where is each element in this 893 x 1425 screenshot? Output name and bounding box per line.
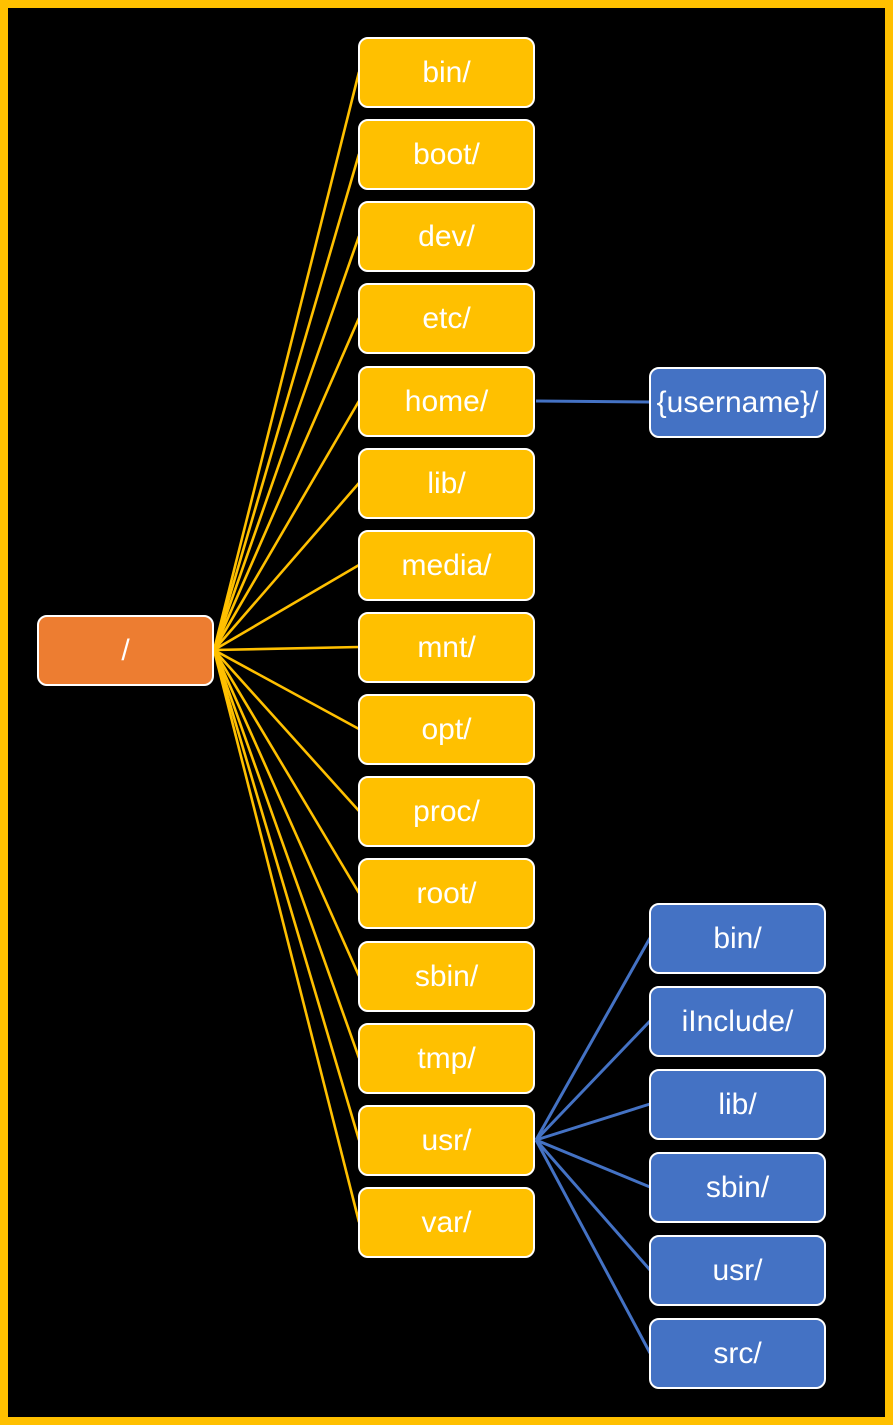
connector-root-tmp xyxy=(212,649,361,1059)
node-home: home/ xyxy=(358,366,535,437)
node-bin: bin/ xyxy=(358,37,535,108)
node-boot: boot/ xyxy=(358,119,535,190)
node-root: / xyxy=(37,615,214,686)
connector-root-sbin xyxy=(212,649,361,977)
node-proc: proc/ xyxy=(358,776,535,847)
root-connectors xyxy=(212,71,361,1223)
connector-root-mnt xyxy=(213,645,360,652)
connector-root-root xyxy=(212,649,361,894)
node-mnt: mnt/ xyxy=(358,612,535,683)
connector-root-var xyxy=(212,649,361,1223)
connector-root-dev xyxy=(212,235,361,651)
connector-usr-iinclude xyxy=(534,1019,652,1142)
node-opt: opt/ xyxy=(358,694,535,765)
subdir-connectors xyxy=(534,399,652,1354)
connector-root-media xyxy=(213,563,360,652)
connector-root-usr xyxy=(212,649,361,1141)
node-usr-src: src/ xyxy=(649,1318,826,1389)
connector-root-opt xyxy=(213,648,360,731)
node-username: {username}/ xyxy=(649,367,826,438)
node-etc: etc/ xyxy=(358,283,535,354)
connector-root-proc xyxy=(213,649,360,812)
node-sbin: sbin/ xyxy=(358,941,535,1012)
connector-usr-lib xyxy=(535,1102,651,1142)
node-usr-bin: bin/ xyxy=(649,903,826,974)
node-usr-usr: usr/ xyxy=(649,1235,826,1306)
node-usr: usr/ xyxy=(358,1105,535,1176)
node-var: var/ xyxy=(358,1187,535,1258)
connector-root-boot xyxy=(212,153,361,651)
connector-root-etc xyxy=(212,317,361,651)
node-usr-iinclude: iInclude/ xyxy=(649,986,826,1057)
connector-home-username xyxy=(535,399,651,404)
node-dev: dev/ xyxy=(358,201,535,272)
connector-root-bin xyxy=(212,71,361,651)
connector-usr-usr xyxy=(534,1139,652,1271)
connector-usr-src xyxy=(534,1139,652,1354)
node-usr-lib: lib/ xyxy=(649,1069,826,1140)
node-media: media/ xyxy=(358,530,535,601)
node-tmp: tmp/ xyxy=(358,1023,535,1094)
node-usr-sbin: sbin/ xyxy=(649,1152,826,1223)
connector-usr-bin xyxy=(534,937,652,1141)
connector-usr-sbin xyxy=(535,1138,651,1189)
node-lib: lib/ xyxy=(358,448,535,519)
connector-root-home xyxy=(212,400,361,651)
connector-root-lib xyxy=(213,482,360,651)
node-root-dir: root/ xyxy=(358,858,535,929)
